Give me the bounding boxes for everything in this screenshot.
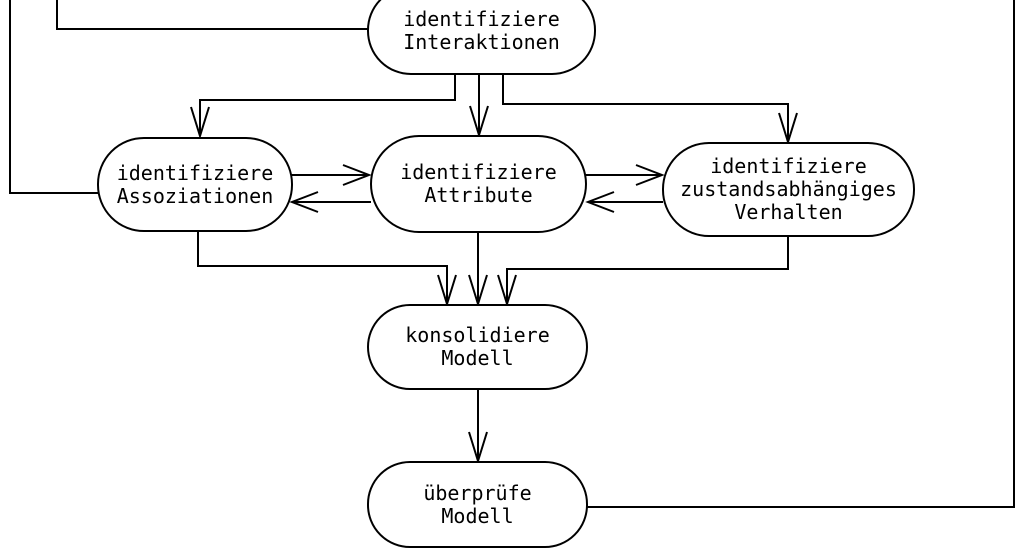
arrowhead-left-icon [585, 191, 615, 213]
feedback-line-to-interaktionen [56, 0, 369, 30]
node-identifiziere-interaktionen: identifiziere Interaktionen [367, 0, 596, 75]
node-konsolidiere-modell: konsolidiere Modell [367, 304, 588, 390]
node-label-line: zustandsabhängiges [680, 177, 897, 201]
node-label-line: identifiziere [400, 160, 557, 184]
node-identifiziere-attribute: identifiziere Attribute [370, 135, 587, 233]
node-label-line: Assoziationen [116, 183, 274, 208]
node-label-line: identifiziere [116, 160, 274, 185]
edge-assoziationen-to-konsolidiere [197, 230, 448, 303]
node-label-line: Verhalten [734, 200, 843, 224]
node-label-line: Modell [441, 503, 514, 528]
edge-verhalten-to-konsolidiere [506, 235, 789, 303]
edge-interaktionen-to-assoziationen [199, 73, 456, 135]
node-identifiziere-zustandsabhaengiges-verhalten: identifiziere zustandsabhängiges Verhalt… [662, 142, 915, 237]
node-label-line: überprüfe [423, 480, 532, 505]
node-identifiziere-assoziationen: identifiziere Assoziationen [97, 137, 293, 232]
feedback-line-from-ueberpruefe [586, 0, 1015, 508]
edge-interaktionen-to-verhalten [502, 73, 789, 141]
node-label-line: Modell [441, 346, 514, 370]
arrowhead-down-icon [190, 106, 210, 140]
node-label-line: Attribute [424, 183, 533, 207]
node-label-line: identifiziere [710, 154, 867, 178]
arrowhead-right-icon [635, 164, 665, 186]
node-label-line: konsolidiere [405, 323, 550, 347]
node-label-line: identifiziere [403, 6, 560, 31]
node-ueberpruefe-modell: überprüfe Modell [367, 461, 588, 548]
node-label-line: Interaktionen [403, 29, 560, 54]
feedback-line-to-assoziationen [9, 0, 99, 194]
arrowhead-left-icon [289, 191, 319, 213]
arrowhead-right-icon [342, 164, 372, 186]
